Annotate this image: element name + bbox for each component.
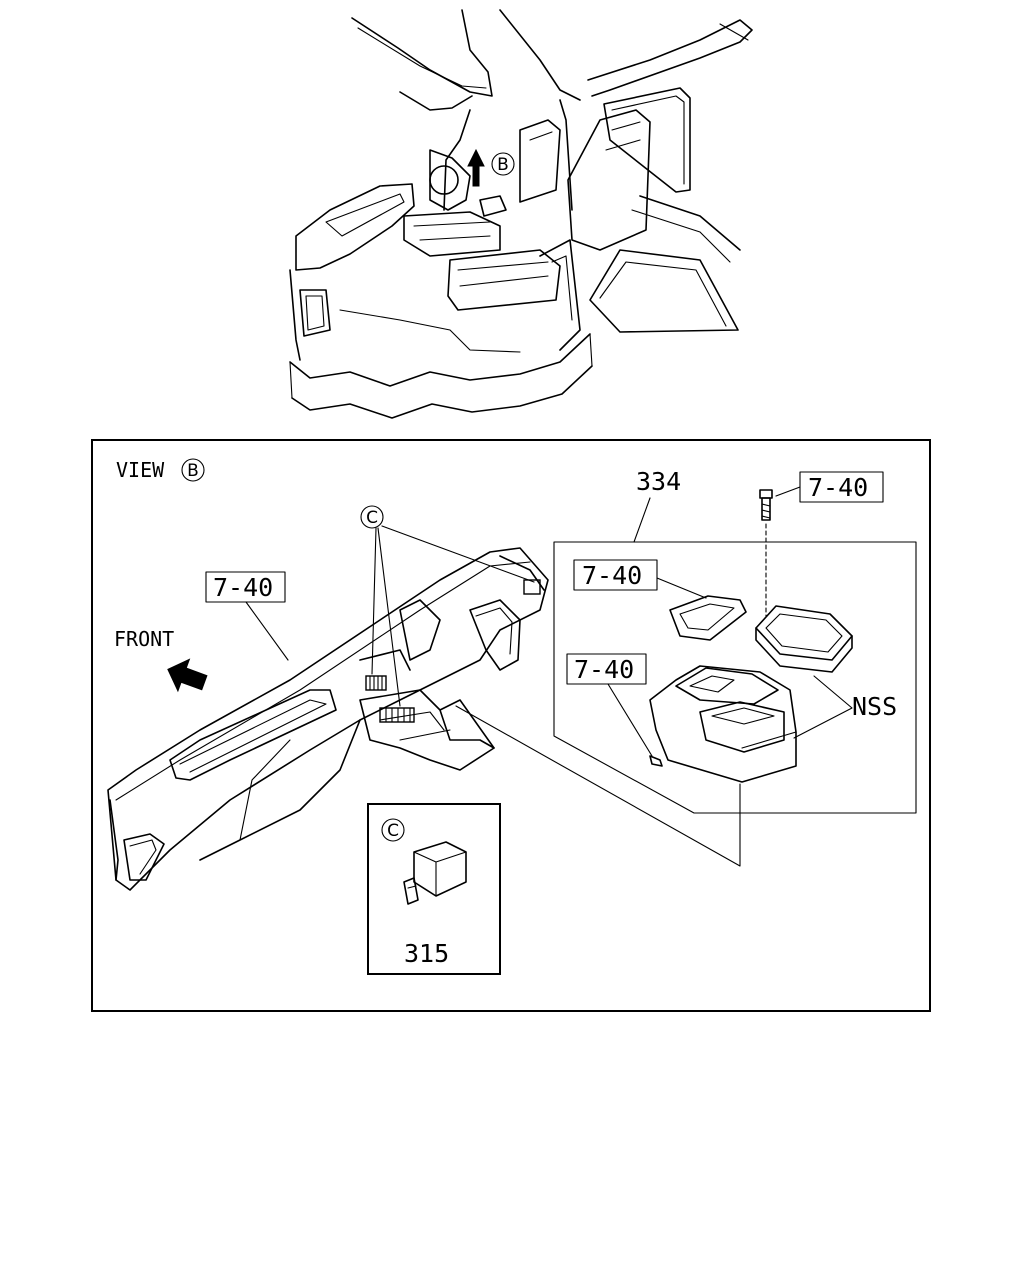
view-marker: B xyxy=(187,461,199,481)
cab-interior-overview: B xyxy=(289,9,753,419)
detail-marker-dash: C xyxy=(366,508,378,528)
nss-label: NSS xyxy=(852,692,897,721)
console-lid xyxy=(669,595,747,641)
front-label: FRONT xyxy=(114,627,174,651)
clip-ref-label: 7-40 xyxy=(574,655,634,684)
dashboard-assembly xyxy=(107,547,549,891)
bolt-ref-label: 7-40 xyxy=(808,473,868,502)
console-trim-ring xyxy=(755,605,853,673)
view-b-frame xyxy=(91,439,931,1012)
view-b-marker-top: B xyxy=(497,155,509,175)
console-body xyxy=(649,665,797,783)
detail-c-box xyxy=(367,803,501,975)
detail-marker-box: C xyxy=(387,821,399,841)
relay-part xyxy=(403,841,467,905)
dash-ref-label: 7-40 xyxy=(213,573,273,602)
console-assy-number: 334 xyxy=(636,467,681,496)
view-label: VIEW xyxy=(116,458,165,482)
front-arrow-icon xyxy=(167,658,208,693)
relay-part-number: 315 xyxy=(404,939,449,968)
lid-ref-label: 7-40 xyxy=(582,561,642,590)
